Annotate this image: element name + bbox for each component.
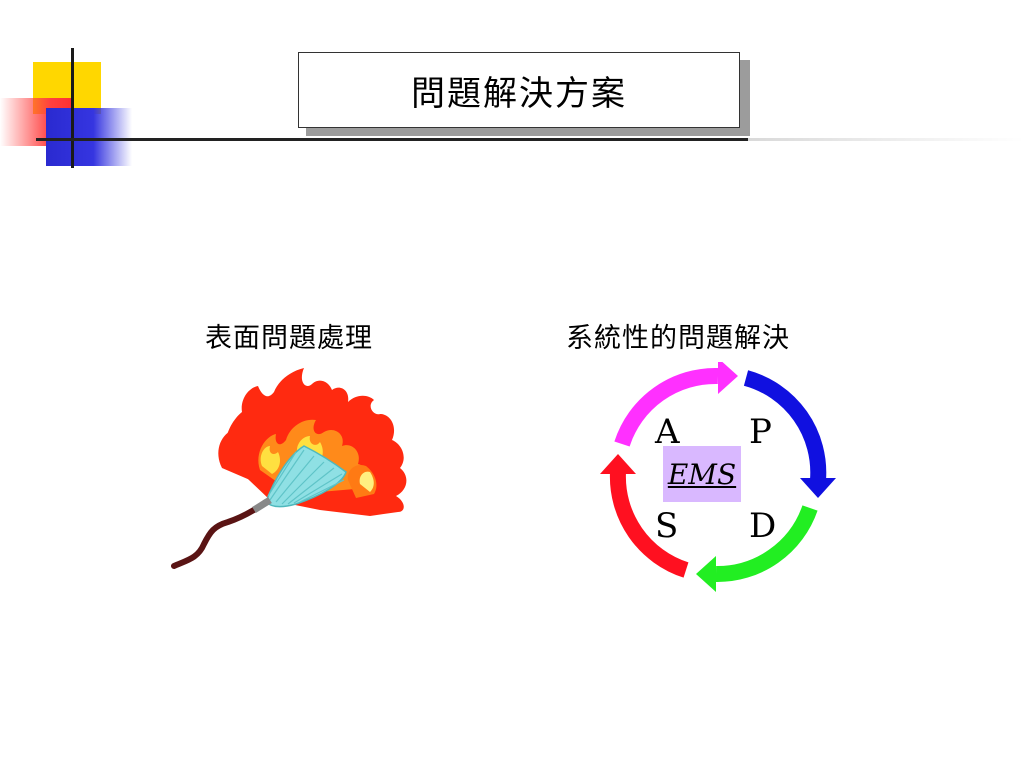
systematic-solution-label: 系統性的問題解決 [566, 323, 790, 354]
cycle-step-do: D [749, 506, 777, 546]
arrow-act [614, 367, 719, 447]
ems-center-label: EMS [667, 457, 737, 491]
arrow-plan-head [800, 478, 836, 498]
decor-horizontal-line [36, 138, 748, 141]
duster-handle [171, 499, 269, 569]
cycle-step-act: A [655, 412, 680, 452]
arrow-do [715, 505, 818, 583]
ems-center-box: EMS [663, 446, 741, 502]
surface-problem-label: 表面問題處理 [205, 323, 373, 354]
title-box: 問題解決方案 [298, 52, 740, 128]
decor-blue-square [46, 108, 132, 166]
cycle-step-plan: P [749, 412, 772, 452]
arrow-study [609, 471, 689, 578]
duster-ferrule [252, 497, 272, 513]
pdsa-cycle-diagram [600, 362, 836, 592]
decor-vertical-line [71, 48, 74, 168]
duster-strands [267, 449, 345, 505]
cycle-step-study: S [655, 506, 679, 546]
decor-line-fade [748, 138, 1024, 141]
flame-yellow-left [260, 446, 280, 474]
page-title: 問題解決方案 [411, 73, 627, 114]
arrow-plan [743, 370, 827, 481]
arrow-study-head [600, 454, 636, 474]
duster-head [265, 445, 347, 508]
arrow-do-head [696, 556, 716, 592]
flame-yellow-right [359, 471, 374, 492]
flame-left-tip [218, 430, 250, 480]
arrow-act-head [718, 362, 738, 394]
fire-extinguishing-illustration [171, 368, 407, 569]
